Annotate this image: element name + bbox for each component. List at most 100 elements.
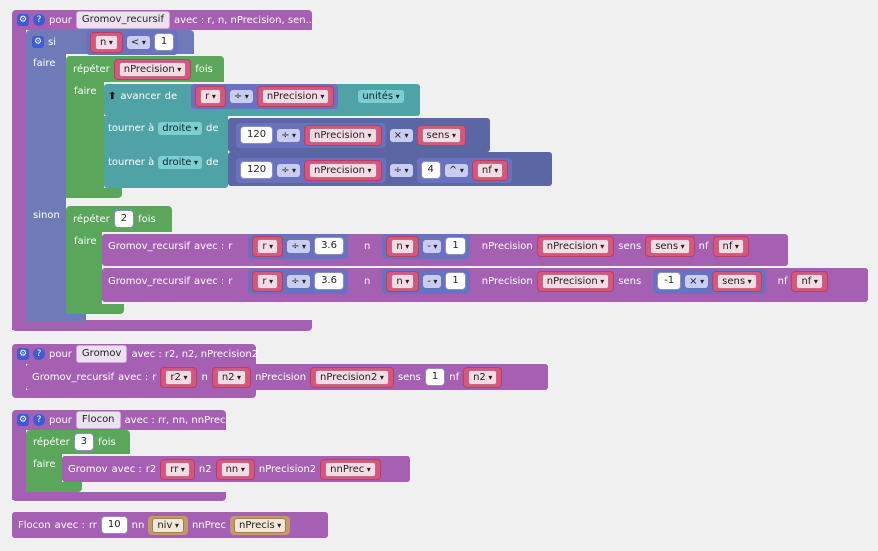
turn-expr-row-1: 120 ÷ nPrecision × sens: [236, 122, 467, 148]
var-nprecision[interactable]: nPrecision: [309, 162, 377, 178]
procedure-gromov[interactable]: [12, 344, 256, 364]
help-icon[interactable]: ?: [33, 414, 45, 426]
faire-label-1: faire: [33, 58, 56, 69]
div-block[interactable]: 120 ÷ nPrecision: [236, 122, 386, 148]
div-block[interactable]: r ÷ 3.6: [248, 268, 348, 294]
if-block-bottom: [26, 312, 86, 322]
minus-block[interactable]: n - 1: [382, 233, 470, 259]
repeter-label: répéter: [73, 213, 110, 225]
op-mul[interactable]: ×: [389, 128, 413, 142]
var-r2[interactable]: r2: [165, 369, 193, 385]
pow-block[interactable]: 4 ^ nf: [416, 157, 513, 183]
minus-block[interactable]: n - 1: [382, 268, 470, 294]
var-nf[interactable]: nf: [476, 162, 504, 178]
op-lt[interactable]: <: [126, 35, 150, 49]
gear-icon[interactable]: ⚙: [17, 414, 29, 426]
num-120[interactable]: 120: [240, 126, 274, 144]
num-1[interactable]: 1: [445, 237, 466, 255]
procedure-name-field[interactable]: Gromov_recursif: [75, 11, 170, 29]
if-block-sinon-bar: [26, 205, 66, 227]
turn-row-2: tourner à droite de: [108, 152, 219, 172]
var-n[interactable]: n: [391, 238, 415, 254]
div-block[interactable]: 120 ÷ nPrecision: [236, 157, 386, 183]
var-nprecis[interactable]: nPrecis: [234, 517, 287, 533]
var-nf[interactable]: nf: [796, 273, 823, 289]
var-nprecision[interactable]: nPrecision: [541, 238, 610, 254]
var-nnprec[interactable]: nnPrec: [325, 461, 376, 477]
var-n[interactable]: n: [391, 273, 415, 289]
var-rr[interactable]: rr: [165, 461, 190, 477]
de-label: de: [206, 122, 219, 134]
div-block[interactable]: r ÷ 3.6: [248, 233, 348, 259]
param-nn-label: nn: [131, 519, 145, 531]
op-minus[interactable]: -: [423, 239, 442, 253]
var-niv[interactable]: niv: [152, 517, 184, 533]
div-block[interactable]: r ÷ nPrecision: [191, 83, 339, 109]
op-div[interactable]: ÷: [229, 89, 253, 103]
var-r[interactable]: r: [257, 273, 279, 289]
mul-block[interactable]: -1 × sens: [653, 268, 766, 294]
op-div[interactable]: ÷: [389, 163, 413, 177]
var-r[interactable]: r: [200, 88, 221, 104]
direction-select[interactable]: droite: [158, 121, 203, 135]
var-nprecision[interactable]: nPrecision: [541, 273, 610, 289]
repeat-else-bottom: [66, 304, 124, 314]
op-div[interactable]: ÷: [277, 163, 301, 177]
param-r2-label: r2: [145, 463, 157, 475]
procedure-header: ⚙ ? pour Gromov_recursif avec : r, n, nP…: [17, 10, 315, 30]
var-sens[interactable]: sens: [650, 238, 690, 254]
direction-select[interactable]: droite: [158, 155, 203, 169]
op-div[interactable]: ÷: [277, 128, 301, 142]
num-2[interactable]: 2: [113, 210, 135, 228]
avec-label: avec :: [111, 463, 142, 475]
procedure-header: ⚙ ? pour Flocon avec : rr, nn, nnPrec: [17, 410, 225, 430]
call-gromov-recursif[interactable]: [26, 364, 548, 390]
var-n2[interactable]: n2: [468, 369, 498, 385]
var-n2[interactable]: n2: [216, 369, 247, 385]
var-r[interactable]: r: [257, 238, 279, 254]
num-1[interactable]: 1: [445, 272, 466, 290]
var-n[interactable]: n: [95, 34, 118, 50]
help-icon[interactable]: ?: [33, 348, 45, 360]
procedure-name-field[interactable]: Flocon: [75, 411, 121, 429]
param-sens-label: sens: [618, 240, 642, 252]
num-3-6[interactable]: 3.6: [314, 272, 344, 290]
num-3[interactable]: 3: [73, 433, 95, 451]
gear-icon[interactable]: ⚙: [17, 14, 29, 26]
param-sens-label: sens: [397, 371, 421, 383]
num-120[interactable]: 120: [240, 161, 274, 179]
var-nn[interactable]: nn: [220, 461, 250, 477]
op-pow[interactable]: ^: [444, 163, 468, 177]
unit-select[interactable]: unités: [358, 89, 404, 103]
procedure-name-field[interactable]: Gromov: [75, 345, 128, 363]
compare-block[interactable]: n < 1: [86, 29, 179, 55]
num-minus-1[interactable]: -1: [657, 272, 682, 290]
var-nprecision[interactable]: nPrecision: [309, 127, 377, 143]
fois-label: fois: [98, 436, 116, 448]
help-icon[interactable]: ?: [33, 14, 45, 26]
var-sens[interactable]: sens: [421, 127, 462, 143]
avec-label: avec :: [118, 371, 149, 383]
param-r-label: r: [152, 371, 157, 383]
var-nf[interactable]: nf: [717, 238, 744, 254]
num-4[interactable]: 4: [420, 161, 441, 179]
procedure-body-frame: [12, 430, 26, 500]
num-3-6[interactable]: 3.6: [314, 237, 344, 255]
procedure-header: ⚙ ? pour Gromov avec : r2, n2, nPrecisio…: [17, 344, 258, 364]
var-nprecision[interactable]: nPrecision: [261, 88, 330, 104]
pour-label: pour: [49, 414, 72, 426]
op-mul[interactable]: ×: [685, 274, 709, 288]
param-r-label: r: [228, 240, 233, 252]
call-name: Gromov_recursif: [108, 275, 191, 287]
gear-icon[interactable]: ⚙: [32, 36, 44, 48]
var-nprecision[interactable]: nPrecision: [118, 61, 187, 77]
var-nprecision2[interactable]: nPrecision2: [315, 369, 389, 385]
op-minus[interactable]: -: [423, 274, 442, 288]
op-div[interactable]: ÷: [287, 239, 311, 253]
num-10[interactable]: 10: [100, 516, 128, 534]
num-1[interactable]: 1: [424, 368, 446, 386]
gear-icon[interactable]: ⚙: [17, 348, 29, 360]
var-sens[interactable]: sens: [717, 273, 757, 289]
num-1[interactable]: 1: [153, 33, 175, 51]
op-div[interactable]: ÷: [287, 274, 311, 288]
